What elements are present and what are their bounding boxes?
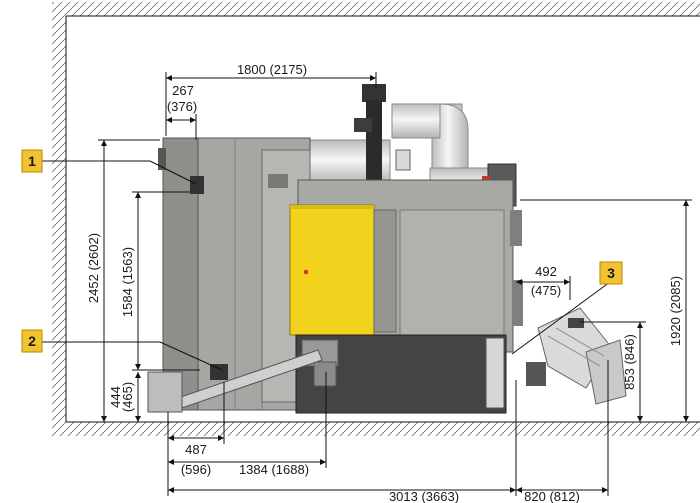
label-right-height: 1920 (2085) [668, 276, 683, 346]
boiler-yellow-door [289, 204, 375, 336]
label-feeder-height: 853 (846) [622, 334, 637, 390]
dimension-labels: 1800 (2175) 267 (376) 2452 (2602) 1584 (… [86, 62, 683, 503]
door-top-edge [290, 205, 374, 209]
boiler-pipe-connector [510, 210, 522, 246]
riser-cap [362, 84, 386, 102]
flue-flange [395, 149, 411, 171]
label-left-total: 2452 (2602) [86, 233, 101, 303]
label-bottom-small-2: (596) [181, 462, 211, 477]
feeder-top-cap [568, 318, 584, 328]
dimension-lines [98, 72, 692, 496]
label-left-low-2: (465) [120, 382, 135, 412]
feeder-motor [526, 362, 546, 386]
callout-2-label: 2 [28, 333, 36, 349]
riser-joint [354, 118, 372, 132]
callout-2: 2 [21, 329, 43, 353]
label-feeder-offset-1: 492 [535, 264, 557, 279]
leader-3 [511, 281, 611, 355]
burner-motor [313, 361, 337, 387]
ceiling-hatch [66, 2, 700, 16]
auger-motor [147, 371, 183, 413]
callout-3-label: 3 [607, 265, 615, 281]
boiler-unit [289, 179, 523, 414]
label-top-small-2: (376) [167, 99, 197, 114]
callout-1-label: 1 [28, 153, 36, 169]
leader-2-b [159, 341, 223, 371]
label-bottom-right: 820 (812) [524, 489, 580, 503]
callout-3: 3 [599, 261, 623, 285]
floor-hatch [52, 422, 700, 436]
label-top-width: 1800 (2175) [237, 62, 307, 77]
feeder-rib-1 [547, 335, 601, 367]
auger-joint [210, 364, 228, 380]
callout-3-box [599, 261, 623, 285]
label-bottom-total: 3013 (3663) [389, 489, 459, 503]
left-wall-hatch [52, 2, 66, 422]
ash-drawer [485, 337, 505, 409]
callout-2-box [21, 329, 43, 353]
callout-1-box [21, 149, 43, 173]
label-left-low-1: 444 [108, 386, 123, 408]
door-handle [303, 269, 309, 275]
pellet-riser [354, 84, 386, 190]
boiler-side-panel [373, 209, 397, 333]
label-left-mid: 1584 (1563) [120, 247, 135, 317]
hopper-port-top [190, 176, 204, 194]
callout-leaders [38, 160, 611, 371]
boiler-valve [513, 280, 523, 326]
label-feeder-offset-2: (475) [531, 283, 561, 298]
auger-feed [147, 349, 323, 413]
riser-tube [366, 100, 382, 190]
external-feeder [526, 307, 627, 405]
hopper-sensor [268, 174, 288, 188]
label-top-small-1: 267 [172, 83, 194, 98]
label-bottom-mid: 1384 (1688) [239, 462, 309, 477]
callout-1: 1 [21, 149, 43, 173]
feeder-chute [585, 339, 627, 405]
label-bottom-small-1: 487 [185, 442, 207, 457]
leader-1-b [149, 160, 197, 185]
feeder-rib-2 [555, 327, 605, 357]
room-walls [52, 2, 700, 436]
hopper-handle [158, 148, 166, 170]
boiler-right-panel [399, 209, 505, 341]
